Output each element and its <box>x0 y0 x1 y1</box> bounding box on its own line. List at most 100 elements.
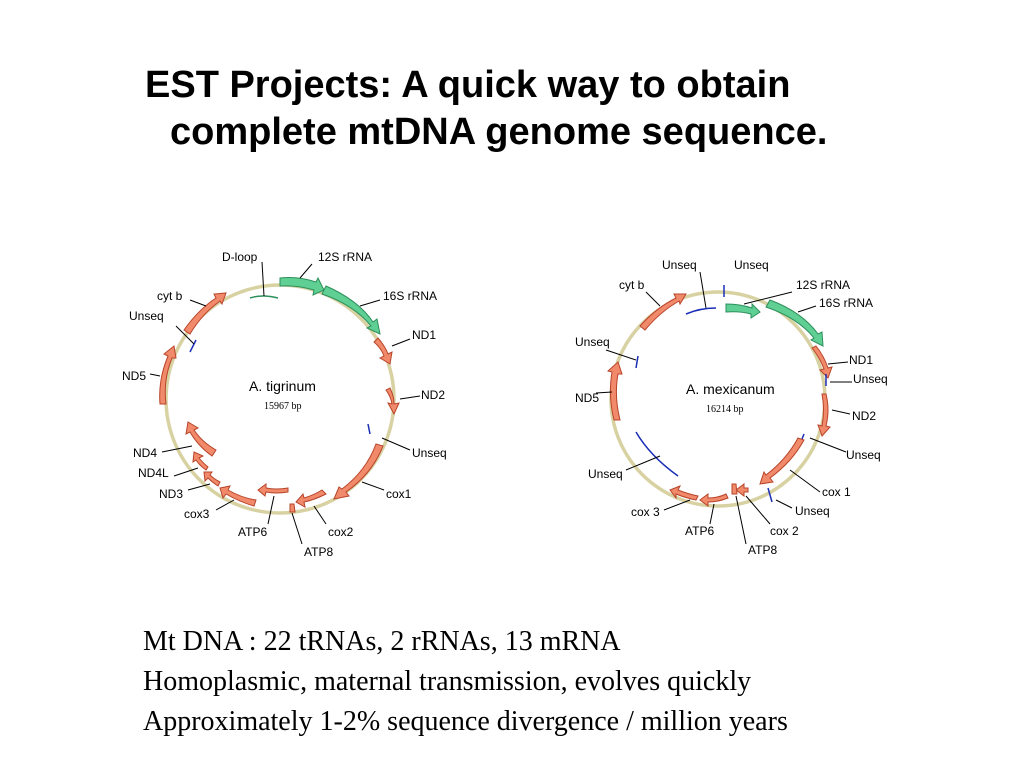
label-cox3: cox 3 <box>631 505 660 519</box>
cox2-leader <box>745 495 771 525</box>
label-cox1: cox 1 <box>822 485 851 499</box>
rrna12-arrow <box>725 302 761 319</box>
label-nd5: ND5 <box>122 369 146 383</box>
label-cytb: cyt b <box>157 289 183 303</box>
cox3-arrow <box>669 485 699 501</box>
label-nd4: ND4 <box>133 446 157 460</box>
label-cox2: cox 2 <box>770 524 799 538</box>
bullet-item: Approximately 1-2% sequence divergence /… <box>143 706 788 737</box>
nd4-leader <box>161 445 193 453</box>
nd3-leader <box>187 483 211 491</box>
dloop-leader <box>261 261 265 297</box>
label-unseq-nd1: Unseq <box>853 372 888 386</box>
label-16s: 16S rRNA <box>819 296 873 310</box>
bullet-list: Mt DNA : 22 tRNAs, 2 rRNAs, 13 mRNA Homo… <box>143 622 1003 742</box>
bullet-item: Mt DNA : 22 tRNAs, 2 rRNAs, 13 mRNA <box>143 626 621 657</box>
unseq-cox1-leader <box>775 499 793 509</box>
atp6-leader <box>267 495 275 525</box>
label-unseq-left: Unseq <box>129 309 164 323</box>
label-nd4l: ND4L <box>138 466 169 480</box>
map-tigrinum: A. tigrinum 15967 bp D-loop 12S rRNA 16S… <box>122 250 447 559</box>
label-dloop: D-loop <box>222 250 258 264</box>
genome-length: 16214 bp <box>706 404 744 415</box>
atp8-arrow <box>731 483 738 495</box>
cox2-arrow <box>295 489 327 508</box>
unseq-top1-mark <box>685 307 717 315</box>
unseq-right-leader <box>381 437 411 451</box>
unseq-top1-leader <box>699 271 707 309</box>
label-atp8: ATP8 <box>304 545 333 559</box>
title-line-2: complete mtDNA genome sequence. <box>170 111 828 153</box>
nd2-leader <box>831 409 851 415</box>
cytb-arrow <box>183 292 227 335</box>
unseq-left-mark <box>635 355 639 369</box>
rrna16-leader <box>359 299 381 307</box>
label-nd2: ND2 <box>852 409 876 423</box>
label-nd1: ND1 <box>412 328 436 342</box>
species-name: A. mexicanum <box>686 381 775 397</box>
nd4l-leader <box>173 467 199 477</box>
cox3-leader <box>215 499 235 511</box>
unseq-lowleft-leader <box>625 455 661 471</box>
atp8-leader <box>291 512 303 545</box>
unseq-nd2-leader <box>809 437 847 453</box>
cox2-arrow <box>735 483 749 497</box>
nd5-arrow <box>159 345 177 405</box>
mtdna-maps: A. tigrinum 15967 bp D-loop 12S rRNA 16S… <box>122 250 888 559</box>
unseq-right-mark <box>367 423 371 435</box>
label-nd5: ND5 <box>575 391 599 405</box>
cytb-leader <box>189 299 207 307</box>
cytb-leader <box>645 291 661 307</box>
label-atp8: ATP8 <box>748 543 777 557</box>
label-cox2: cox2 <box>328 525 354 539</box>
nd4-arrow <box>185 421 217 457</box>
unseq-left-leader <box>605 349 637 361</box>
label-unseq-left: Unseq <box>575 335 610 349</box>
rrna16-arrow <box>765 299 824 347</box>
rrna16-arrow <box>321 285 381 335</box>
atp8-arrow <box>289 503 296 513</box>
nd4l-arrow <box>192 451 209 471</box>
nd2-arrow <box>817 393 831 437</box>
label-12s: 12S rRNA <box>796 278 850 292</box>
cox1-arrow <box>759 437 805 485</box>
label-unseq-right: Unseq <box>412 446 447 460</box>
label-unseq-cox1: Unseq <box>795 504 830 518</box>
nd3-arrow <box>203 471 221 487</box>
label-atp6: ATP6 <box>685 524 714 538</box>
atp6-arrow <box>699 493 729 507</box>
label-unseq-top2: Unseq <box>734 258 769 272</box>
cox1-leader <box>789 469 821 493</box>
nd1-arrow <box>373 337 393 365</box>
cox1-arrow <box>333 443 384 500</box>
unseq-lowleft-mark <box>635 431 679 477</box>
rrna16-leader <box>797 305 817 313</box>
cox1-leader <box>361 481 385 491</box>
atp6-leader <box>709 503 715 525</box>
cox3-arrow <box>219 485 257 507</box>
genome-length: 15967 bp <box>264 401 302 412</box>
label-cox1: cox1 <box>386 487 412 501</box>
nd5-leader <box>595 391 613 394</box>
title-line-1: EST Projects: A quick way to obtain <box>145 64 791 106</box>
cox2-leader <box>313 505 327 525</box>
label-nd2: ND2 <box>421 388 445 402</box>
nd1-leader <box>391 338 411 347</box>
cox3-leader <box>663 499 691 511</box>
rrna12-leader <box>299 263 313 279</box>
unseq-left-leader <box>175 325 195 345</box>
label-unseq-top1: Unseq <box>662 258 697 272</box>
label-nd3: ND3 <box>159 487 183 501</box>
nd1-leader <box>827 361 849 365</box>
unseq-cox1-mark <box>767 487 773 503</box>
label-cytb: cyt b <box>619 278 645 292</box>
label-12s: 12S rRNA <box>318 250 372 264</box>
atp6-arrow <box>257 483 289 497</box>
species-name: A. tigrinum <box>249 378 316 394</box>
dloop-mark <box>249 295 279 299</box>
rrna12-arrow <box>279 276 325 296</box>
atp8-leader <box>735 495 747 545</box>
rrna12-leader <box>743 291 793 305</box>
map-mexicanum: A. mexicanum 16214 bp Unseq Unseq cyt b … <box>575 258 888 557</box>
